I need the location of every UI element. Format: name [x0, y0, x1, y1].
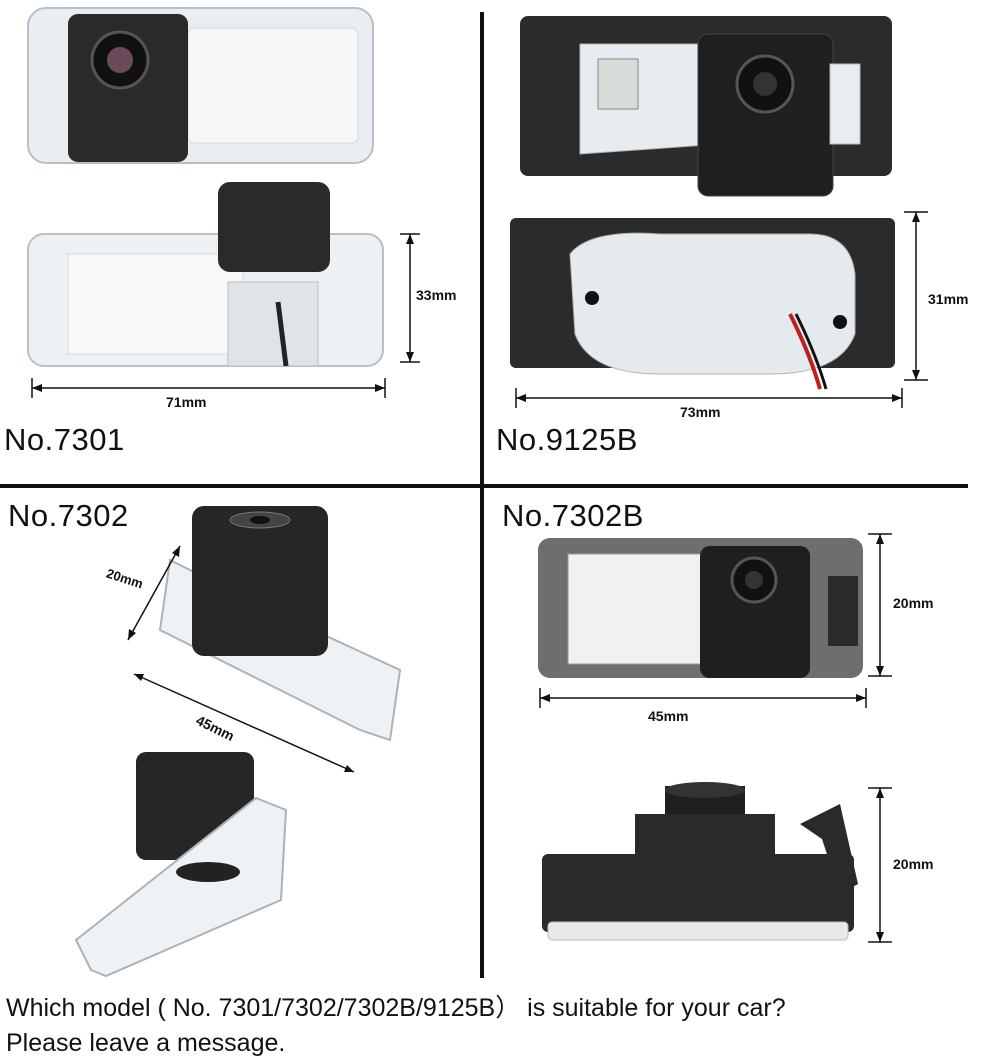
dimension-arrow-45mm-diag: [133, 673, 355, 773]
horizontal-divider: [0, 484, 968, 488]
product-photo-7302b-bottom: [542, 782, 858, 941]
dimension-label-width: 73mm: [680, 404, 721, 420]
product-photo-7301-top: [27, 7, 374, 164]
product-photo-7301-bottom: [27, 182, 384, 367]
dimension-arrow-71mm: [31, 378, 386, 398]
model-label-7301: No.7301: [4, 422, 125, 457]
dimension-label-width: 71mm: [166, 394, 207, 410]
dimension-arrow-20mm-bottom: [868, 787, 892, 943]
caption-line-2: Please leave a message.: [6, 1029, 286, 1057]
model-label-7302b: No.7302B: [502, 498, 644, 533]
dimension-label-height: 31mm: [928, 291, 969, 307]
dimension-label-height: 20mm: [893, 595, 934, 611]
dimension-arrow-31mm: [904, 211, 928, 381]
dimension-arrow-33mm: [400, 233, 420, 363]
product-photo-7302-bottom: [74, 752, 288, 978]
product-photo-9125b-bottom: [510, 218, 895, 390]
dimension-label-width: 45mm: [648, 708, 689, 724]
product-photo-7302b-top: [538, 538, 863, 678]
product-photo-9125b-top: [520, 16, 892, 197]
vertical-divider: [480, 12, 484, 978]
model-label-7302: No.7302: [8, 498, 129, 533]
dimension-arrow-45mm: [539, 688, 867, 708]
dimension-arrow-20mm-diag: [127, 545, 181, 641]
dimension-arrow-20mm-top: [868, 533, 892, 677]
caption-line-1: Which model ( No. 7301/7302/7302B/9125B）…: [6, 994, 786, 1022]
dimension-arrow-73mm: [515, 388, 903, 408]
dimension-label-height: 33mm: [416, 287, 457, 303]
model-label-9125b: No.9125B: [496, 422, 638, 457]
product-photo-7302-top: [158, 506, 402, 742]
dimension-label-height: 20mm: [893, 856, 934, 872]
